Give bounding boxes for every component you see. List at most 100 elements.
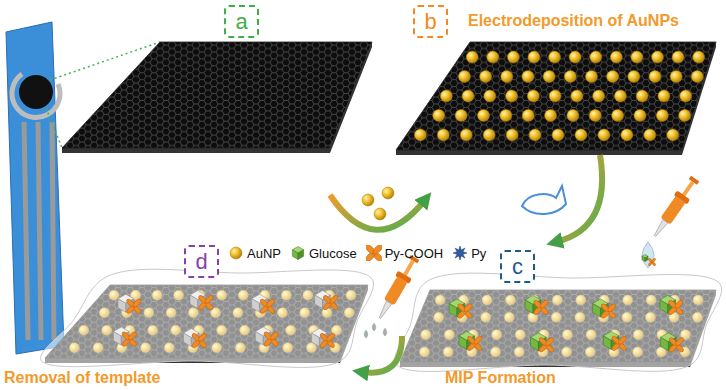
legend-icon <box>290 245 306 261</box>
gold-nanoparticle <box>691 71 703 83</box>
py-cooh-petal <box>132 298 142 308</box>
gold-nanoparticle <box>636 90 648 102</box>
cube-face <box>312 333 320 347</box>
cube-face <box>642 256 645 261</box>
polymer-film <box>41 269 374 367</box>
gold-nanoparticle <box>458 71 470 83</box>
py-cooh-petal <box>606 303 616 313</box>
electrode-ring <box>12 74 60 118</box>
py-cooh-petal <box>617 335 627 345</box>
step-letter-box: d <box>184 245 219 278</box>
py-cooh-petal <box>325 332 335 342</box>
droplet <box>372 323 376 331</box>
gold-nanoparticle <box>483 129 495 141</box>
gold-nanoparticle <box>670 71 682 83</box>
cube-face <box>645 256 648 261</box>
zoom-line <box>46 108 62 148</box>
gold-nanoparticle <box>543 71 555 83</box>
gold-nanoparticle <box>466 51 478 63</box>
gold-nanoparticle <box>484 90 496 102</box>
step-caption: MIP Formation <box>445 369 556 387</box>
step-arrows <box>330 155 602 373</box>
gold-nanoparticle <box>644 129 656 141</box>
gold-nanoparticle <box>612 109 624 121</box>
cube-face <box>298 250 304 260</box>
gold-nanoparticle <box>614 90 626 102</box>
gold-nanoparticle <box>634 109 646 121</box>
py-cooh-petal <box>674 336 684 346</box>
gold-nanoparticle <box>564 71 576 83</box>
gold-nanoparticle <box>437 129 449 141</box>
gold-nanoparticle <box>478 109 490 121</box>
gold-nanoparticle <box>362 194 374 206</box>
gold-nanoparticle <box>440 90 452 102</box>
gold-nanoparticle <box>529 129 541 141</box>
py-cooh-petal <box>371 245 381 255</box>
step-arrow <box>362 336 402 373</box>
pipette-plunger <box>403 260 414 276</box>
py-cooh-petal <box>651 258 656 263</box>
legend-label: AuNP <box>247 246 281 261</box>
gold-nanoparticle <box>528 51 540 63</box>
gold-nanoparticle <box>631 51 643 63</box>
step-letter: c <box>512 255 523 278</box>
py-cooh-petal <box>204 294 214 304</box>
step-letter-box: a <box>224 5 259 38</box>
sheet-edge <box>62 148 330 153</box>
gold-nanoparticle <box>607 71 619 83</box>
pipette <box>648 174 701 241</box>
gold-nanoparticle <box>460 129 472 141</box>
sheet-top <box>396 42 716 150</box>
py-cooh-petal <box>539 299 549 309</box>
gold-nanoparticle <box>522 109 534 121</box>
legend-entry: Py-COOH <box>366 245 444 261</box>
gold-nanoparticle <box>506 129 518 141</box>
legend-entry: Py <box>452 245 486 261</box>
gold-nanoparticle <box>590 51 602 63</box>
electrode-track <box>38 122 41 340</box>
graphene-sheets <box>41 42 722 371</box>
legend-icon <box>366 245 382 261</box>
legend-icon <box>452 245 468 261</box>
cube-face <box>255 332 263 346</box>
electrode-track <box>52 122 54 340</box>
py-cooh-petal <box>127 331 137 341</box>
cube-face <box>190 295 198 309</box>
gold-nanoparticle <box>480 71 492 83</box>
electrode-strip <box>6 22 64 354</box>
py-cooh-petal <box>473 335 483 345</box>
legend: AuNP Glucose Py-COOH Py <box>228 245 486 261</box>
py-monomer <box>453 246 467 260</box>
gold-nanoparticle <box>656 109 668 121</box>
graphene-sheet <box>396 42 716 155</box>
step-letter-box: c <box>500 250 535 283</box>
legend-label: Glucose <box>309 246 357 261</box>
cube-face <box>292 250 298 260</box>
pipette-body <box>384 276 408 305</box>
cube-face <box>183 333 191 347</box>
gold-nanoparticle <box>628 71 640 83</box>
step-arrow <box>330 195 425 230</box>
py-cooh-petal <box>265 298 275 308</box>
gold-nanoparticle <box>487 51 499 63</box>
gold-nanoparticle <box>374 208 386 220</box>
step-caption: Removal of template <box>4 369 160 387</box>
step-letter: d <box>195 250 207 273</box>
cube-face <box>531 337 539 351</box>
gold-nanoparticle <box>575 129 587 141</box>
cv-icon <box>522 186 566 214</box>
pipette-tip <box>377 301 391 320</box>
gold-nanoparticle <box>507 51 519 63</box>
cube-face <box>118 299 126 313</box>
step-letter-box: b <box>413 5 448 38</box>
legend-label: Py <box>471 246 486 261</box>
electrode-track <box>24 122 28 340</box>
cube-face <box>252 299 260 313</box>
gold-nanoparticle <box>672 51 684 63</box>
cube-face <box>603 336 611 350</box>
cube-face <box>660 300 668 314</box>
gold-nanoparticle <box>506 90 518 102</box>
